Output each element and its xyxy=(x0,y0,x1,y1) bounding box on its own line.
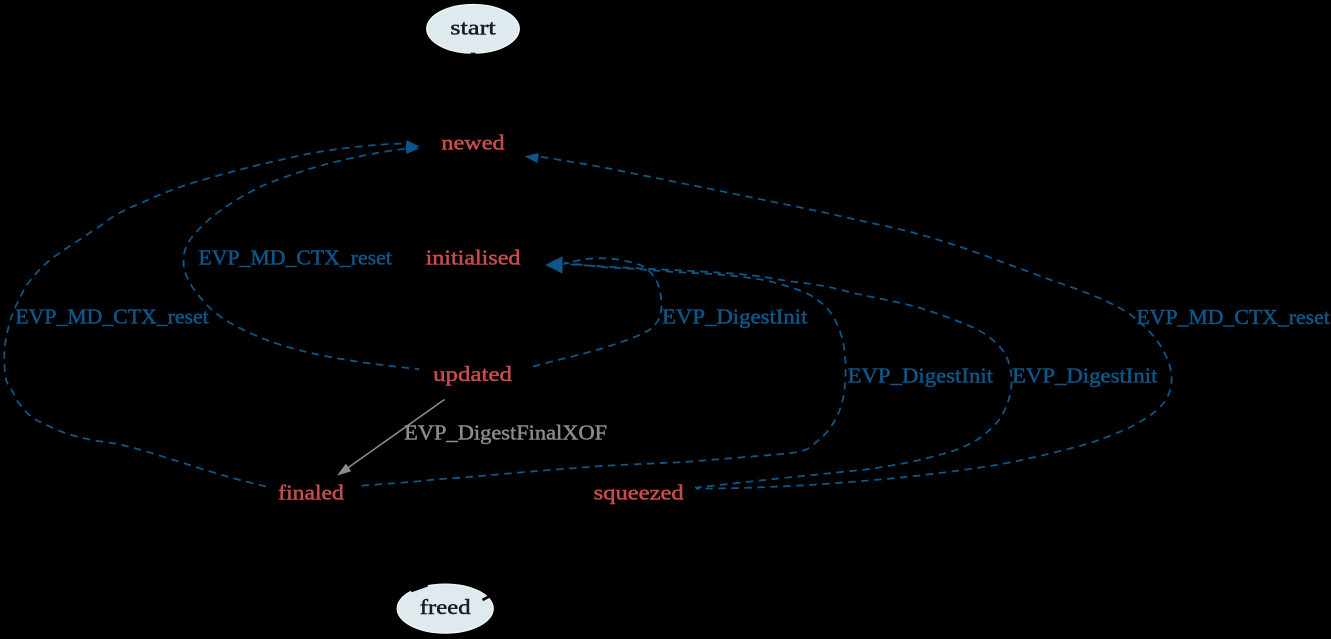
svg-text:EVP_DigestInit: EVP_DigestInit xyxy=(1012,364,1158,388)
svg-text:EVP_MD_CTX_reset: EVP_MD_CTX_reset xyxy=(15,305,208,329)
svg-text:squeezed: squeezed xyxy=(594,481,685,505)
svg-text:EVP_MD_CTX_reset: EVP_MD_CTX_reset xyxy=(1137,305,1330,329)
svg-text:freed: freed xyxy=(420,595,471,619)
svg-text:start: start xyxy=(450,15,496,39)
svg-text:EVP_MD_CTX_reset: EVP_MD_CTX_reset xyxy=(199,245,392,269)
svg-text:updated: updated xyxy=(433,362,512,386)
svg-text:EVP_DigestInit: EVP_DigestInit xyxy=(848,364,994,388)
svg-text:initialised: initialised xyxy=(426,246,521,270)
svg-text:EVP_DigestFinalXOF: EVP_DigestFinalXOF xyxy=(404,421,607,445)
svg-text:finaled: finaled xyxy=(278,481,344,505)
svg-text:newed: newed xyxy=(441,131,505,155)
svg-text:EVP_DigestInit: EVP_DigestInit xyxy=(662,305,808,329)
